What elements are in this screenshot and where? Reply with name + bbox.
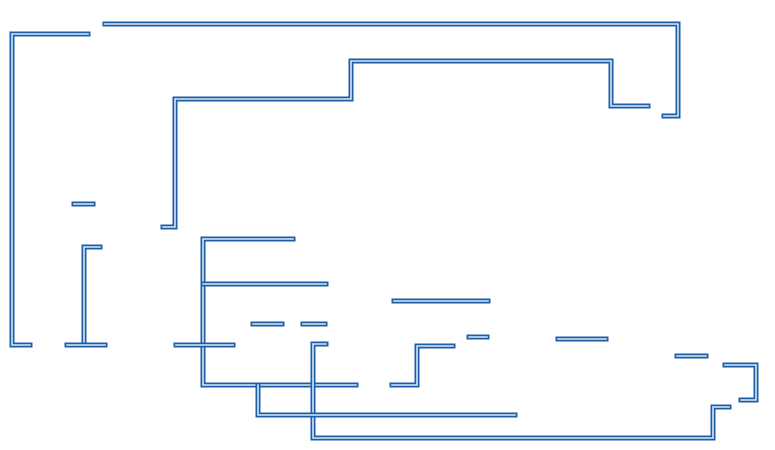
pipe-upper-stepped (160, 58, 651, 230)
pipe-right-bracket (722, 362, 759, 403)
pipe-main-trunk (200, 236, 359, 388)
pipe-outer-stroke (255, 382, 518, 418)
pipe-inner-stroke (257, 384, 516, 416)
pipe-inner-stroke (391, 345, 454, 386)
pipe-outer-stroke (81, 244, 103, 348)
pipe-top-loop (102, 21, 681, 119)
pipe-outer-stroke (310, 341, 732, 441)
pipe-inner-stroke (11, 33, 89, 346)
pipe-inner-stroke (162, 60, 649, 228)
pipe-outer-stroke (389, 343, 456, 388)
pipe-outer-stroke (160, 58, 651, 230)
pipe-inner-stroke (202, 238, 357, 386)
pipe-outer-stroke (9, 31, 91, 348)
pipe-inner-stroke (104, 23, 679, 117)
pipe-outer-stroke (102, 21, 681, 119)
pipe-left-bracket (9, 31, 91, 348)
pipe-inner-stroke (312, 343, 730, 439)
pipe-left-riser (81, 244, 103, 348)
pipe-outer-stroke (722, 362, 759, 403)
pipe-inner-stroke (724, 364, 757, 401)
pipe-bottom-long (310, 341, 732, 441)
pipe-outer-stroke (200, 236, 359, 388)
pipe-inner-stroke (83, 246, 101, 346)
pipe-step-mid (389, 343, 456, 388)
pipe-lower-branch (255, 382, 518, 418)
